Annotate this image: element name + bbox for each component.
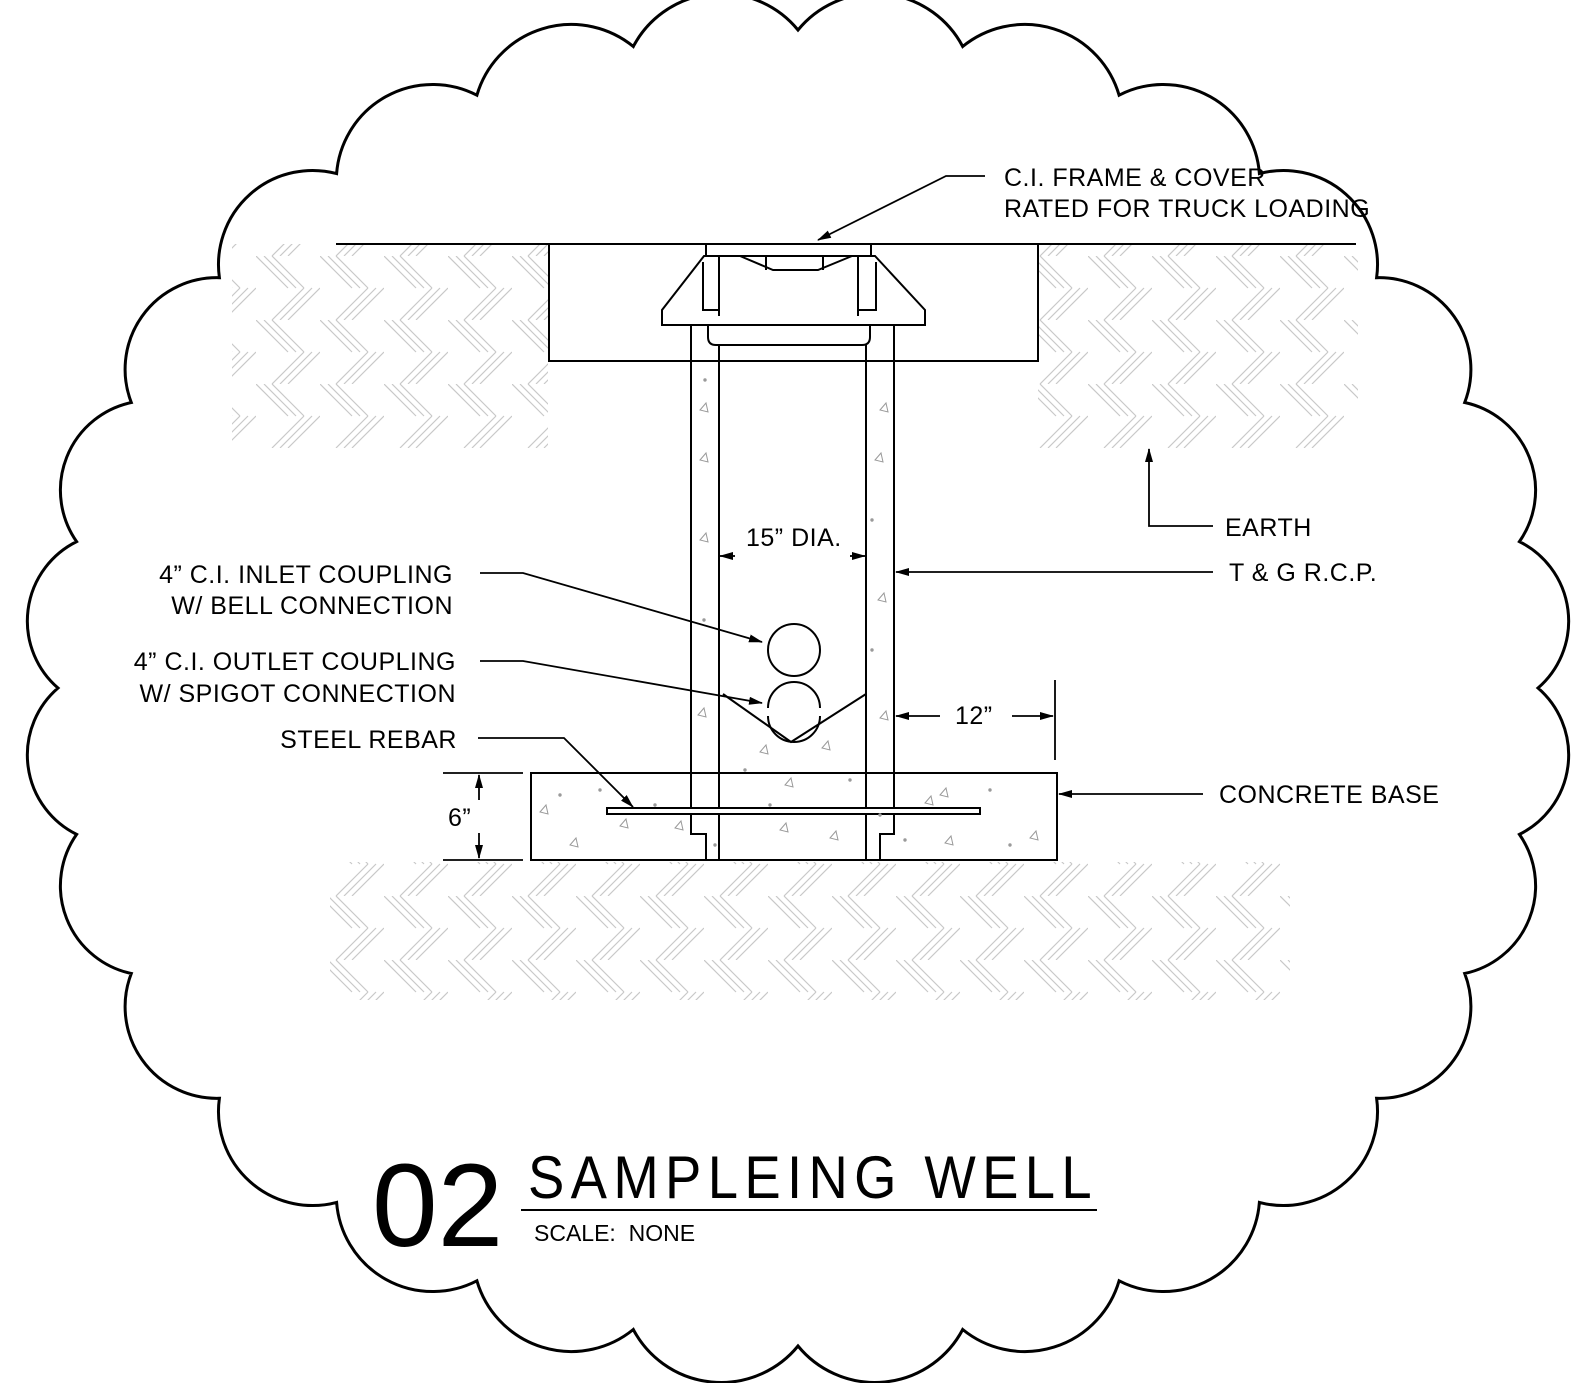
- aggregate-mark: [699, 451, 709, 463]
- aggregate-mark: [879, 709, 889, 721]
- inlet-label-line2: W/ BELL CONNECTION: [171, 592, 453, 620]
- aggregate-mark: [877, 591, 887, 603]
- aggregate-mark: [779, 821, 789, 833]
- leader-rebar: [478, 737, 634, 808]
- invert-v: [722, 693, 867, 744]
- concrete-base: [530, 772, 1058, 861]
- dim-12-label: 12”: [955, 702, 993, 730]
- aggregate-dot: [848, 778, 852, 782]
- aggregate-mark: [784, 776, 794, 788]
- aggregate-dot: [870, 518, 874, 522]
- concrete-aggregate: [539, 378, 1039, 848]
- inlet-label-line1: 4” C.I. INLET COUPLING: [159, 561, 453, 589]
- aggregate-mark: [619, 817, 629, 829]
- frame-cover-label-line2: RATED FOR TRUCK LOADING: [1004, 195, 1370, 223]
- aggregate-mark: [699, 531, 709, 543]
- outlet-label-line1: 4” C.I. OUTLET COUPLING: [134, 648, 456, 676]
- earth-hatch-lower: [330, 862, 1290, 1000]
- dim-6-label: 6”: [448, 804, 471, 832]
- aggregate-dot: [703, 378, 707, 382]
- aggregate-dot: [988, 788, 992, 792]
- aggregate-dot: [558, 793, 562, 797]
- detail-title: SAMPLEING WELL: [528, 1144, 1098, 1211]
- dim-12: [895, 680, 1056, 760]
- dim-15-label: 15” DIA.: [746, 524, 842, 552]
- dim-6: [443, 772, 523, 861]
- aggregate-mark: [699, 401, 709, 413]
- scale-note: SCALE: NONE: [534, 1220, 695, 1246]
- aggregate-mark: [759, 743, 769, 755]
- aggregate-dot: [702, 618, 706, 622]
- rcp-pipe-walls: [690, 325, 895, 798]
- concrete-base-label: CONCRETE BASE: [1219, 781, 1439, 809]
- earth-hatch: [232, 244, 1358, 1000]
- aggregate-mark: [674, 819, 684, 831]
- detail-number: 02: [372, 1140, 503, 1272]
- aggregate-dot: [713, 843, 717, 847]
- steel-rebar: [606, 807, 981, 815]
- aggregate-mark: [829, 829, 839, 841]
- aggregate-dot: [878, 813, 882, 817]
- frame-cover-label-line1: C.I. FRAME & COVER: [1004, 164, 1266, 192]
- aggregate-dot: [653, 803, 657, 807]
- aggregate-mark: [944, 834, 954, 846]
- aggregate-mark: [1029, 829, 1039, 841]
- earth-hatch-upper-left: [232, 244, 548, 448]
- earth-label: EARTH: [1225, 514, 1312, 542]
- aggregate-mark: [879, 401, 889, 413]
- aggregate-dot: [598, 788, 602, 792]
- aggregate-dot: [870, 648, 874, 652]
- aggregate-mark: [539, 803, 549, 815]
- surface-collar: [548, 244, 1039, 362]
- aggregate-mark: [697, 706, 707, 718]
- outlet-label-line2: W/ SPIGOT CONNECTION: [140, 680, 457, 708]
- rebar-label: STEEL REBAR: [280, 726, 457, 754]
- earth-hatch-upper-right: [1038, 244, 1358, 448]
- leader-frame-cover: [817, 175, 985, 241]
- rcp-label: T & G R.C.P.: [1229, 559, 1377, 587]
- leader-outlet: [480, 660, 763, 705]
- aggregate-dot: [743, 768, 747, 772]
- aggregate-dot: [768, 803, 772, 807]
- aggregate-mark: [821, 739, 831, 751]
- aggregate-dot: [903, 838, 907, 842]
- aggregate-mark: [569, 836, 579, 848]
- leader-inlet: [480, 572, 763, 643]
- cloud-border: [25, 0, 1571, 1383]
- inlet-coupling: [767, 623, 821, 677]
- leader-earth: [1145, 448, 1213, 527]
- aggregate-mark: [874, 451, 884, 463]
- outlet-coupling: [767, 681, 821, 743]
- aggregate-mark: [924, 794, 934, 806]
- frame-and-cover: [661, 243, 926, 346]
- aggregate-mark: [939, 786, 949, 798]
- aggregate-dot: [1008, 843, 1012, 847]
